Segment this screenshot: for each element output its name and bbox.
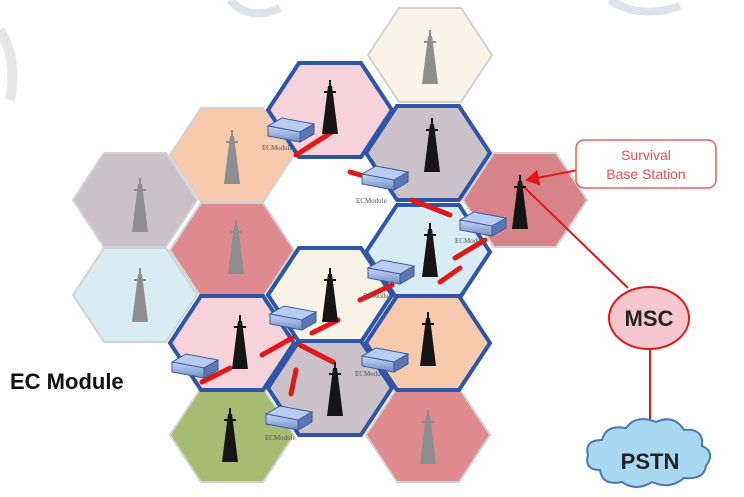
tower-icon xyxy=(232,315,248,369)
module-label: ECModule xyxy=(455,237,486,245)
pstn-label: PSTN xyxy=(621,449,680,474)
tower-icon xyxy=(422,223,438,277)
tower-icon xyxy=(132,268,148,322)
ec-module-label: EC Module xyxy=(10,369,124,394)
ec-module-icon xyxy=(366,259,416,285)
ec-module-icon xyxy=(264,405,314,431)
tower-group xyxy=(132,30,528,464)
callout-line-1: Survival xyxy=(621,147,671,163)
callout-arrow xyxy=(525,169,579,186)
tower-icon xyxy=(512,175,528,229)
msc-label: MSC xyxy=(625,306,674,331)
tower-icon xyxy=(327,362,343,416)
callout-line-2: Base Station xyxy=(606,166,685,182)
tower-icon xyxy=(132,178,148,232)
cell-blue-left xyxy=(71,247,199,343)
tower-icon xyxy=(228,220,244,274)
link-segment xyxy=(409,197,453,218)
tower-icon xyxy=(222,408,238,462)
module-label: ECModule xyxy=(355,370,386,378)
module-label: ECModule xyxy=(363,292,394,300)
module-label: ECModule xyxy=(262,144,293,152)
tower-icon xyxy=(224,130,240,184)
tower-icon xyxy=(422,30,438,84)
link-segment xyxy=(293,127,338,158)
link-segment xyxy=(452,237,488,261)
ec-module-icon xyxy=(360,165,410,191)
ec-module-icon xyxy=(360,347,410,373)
survival-base-station-callout: Survival Base Station xyxy=(575,139,717,189)
link-segment xyxy=(288,367,299,397)
tower-icon xyxy=(420,410,436,464)
station-to-msc-line xyxy=(521,184,629,289)
module-group xyxy=(170,117,508,431)
module-label-group: ECModule ECModule ECModule ECModule ECMo… xyxy=(262,144,486,442)
ec-module-icon xyxy=(268,305,318,331)
watermark-arcs xyxy=(0,0,682,101)
ec-module-icon xyxy=(458,211,508,237)
module-label: ECModule xyxy=(356,197,387,205)
tower-icon xyxy=(322,268,338,322)
link-segment xyxy=(309,317,341,336)
link-segment xyxy=(199,365,233,385)
module-label: ECModule xyxy=(265,434,296,442)
msc-node: MSC xyxy=(608,286,690,350)
tower-icon xyxy=(424,118,440,172)
link-segment xyxy=(437,265,463,285)
link-segment xyxy=(297,342,336,365)
link-segment xyxy=(357,282,395,303)
ec-module-icon xyxy=(170,353,220,379)
pstn-cloud: PSTN xyxy=(586,418,712,488)
tower-icon xyxy=(322,80,338,134)
link-segment xyxy=(259,335,295,358)
ec-module-icon xyxy=(266,117,316,143)
core-links xyxy=(521,169,651,430)
tower-icon xyxy=(420,312,436,366)
